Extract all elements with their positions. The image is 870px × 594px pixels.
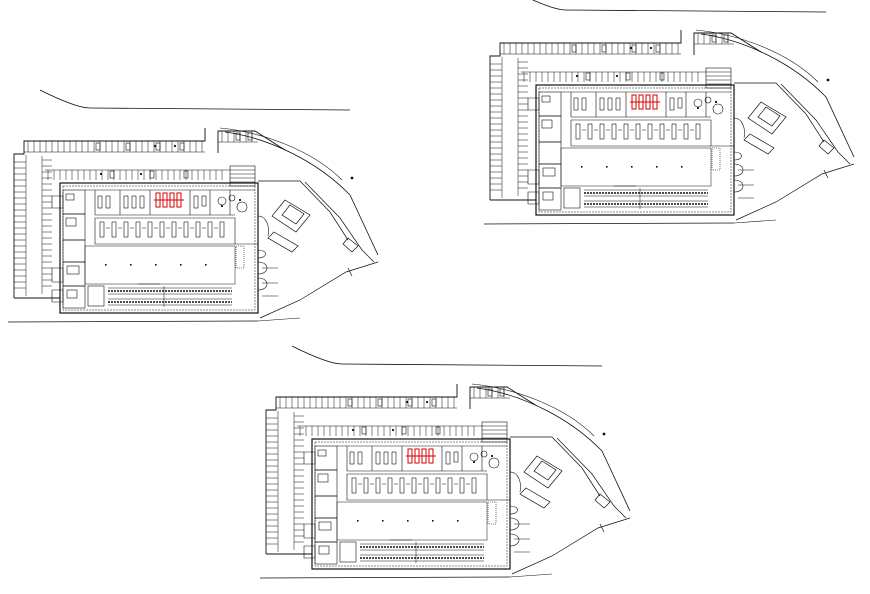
plan-top-right [483,0,855,225]
plan-left [7,89,379,323]
plan-bottom [259,345,631,579]
